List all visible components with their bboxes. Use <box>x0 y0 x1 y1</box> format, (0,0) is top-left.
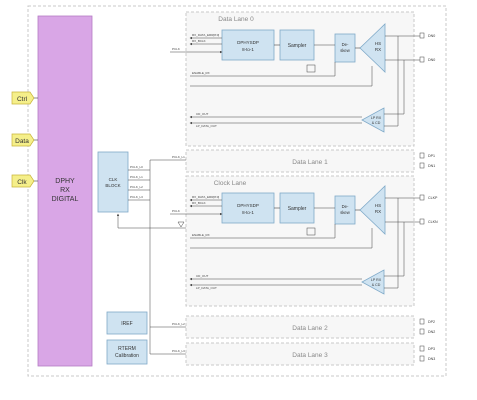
lane0-hsrx-label-2: RX <box>375 47 381 52</box>
lane0-hsrx-label-1: HS <box>375 41 381 46</box>
lane0-pin-p: DN0 <box>428 34 435 38</box>
lane0-sig-cd-out: CD_OUT <box>196 112 209 116</box>
lane0-hs-rx <box>359 23 386 73</box>
clk-block-label-2: BLOCK <box>105 183 120 188</box>
clock-sampler-label: Sampler <box>288 206 307 212</box>
clock-hs-rx <box>359 185 386 235</box>
lane0-deser-label-1: DPHYSDP <box>237 40 259 45</box>
iref-block: IREF <box>106 311 148 335</box>
clock-lane: Clock Lane DPHYSDP 8-to-1 Sampler De- sk… <box>170 175 438 307</box>
iref-label: IREF <box>121 321 132 327</box>
dphy-rx-digital-block: DPHY RX DIGITAL <box>37 15 93 367</box>
lane0-lprx-label-1: LP RX <box>371 116 382 120</box>
lane2-signal: PCLK_L2 <box>172 322 185 326</box>
lane0-sig-err: RX_DATA_ERR[8:0] <box>192 33 219 37</box>
input-clk-label: Clk <box>17 179 27 186</box>
digital-label-3: DIGITAL <box>52 196 79 203</box>
lane3-title: Data Lane 3 <box>292 352 328 359</box>
clock-sig-bclk: RX_BCLK <box>192 201 206 205</box>
clk-out-l3: PCLK_L3 <box>130 195 143 199</box>
outer-boundary <box>27 5 447 377</box>
lane0-deskew-label-2: skew <box>340 48 351 53</box>
lane1-title: Data Lane 1 <box>292 159 328 166</box>
clock-pin-n: CLKN <box>428 220 438 224</box>
input-data-label: Data <box>15 138 29 145</box>
clock-sampler <box>279 192 315 224</box>
clk-block: CLK BLOCK PCLK_L0 PCLK_L1 PCLK_L2 PCLK_L… <box>97 151 150 213</box>
lane0-pin-n: DN0 <box>428 58 435 62</box>
clock-hsrx-label-2: RX <box>375 209 381 214</box>
clk-out-l1: PCLK_L1 <box>130 175 143 179</box>
data-lane-3: Data Lane 3 PCLK_L3 DP3 DN3 <box>150 342 435 366</box>
digital-label-1: DPHY <box>55 178 75 185</box>
clock-deserializer <box>221 192 275 224</box>
clock-lp-rx <box>361 269 385 295</box>
lane0-deserializer <box>221 29 275 61</box>
clock-deskew-label-1: De- <box>342 204 349 209</box>
clock-lane-title: Clock Lane <box>214 180 247 187</box>
lane1-pin-p: DP1 <box>428 154 435 158</box>
lane0-sig-lp-data: LP_DATA_OUT <box>196 124 217 128</box>
clock-lprx-label-2: & CD <box>372 283 381 287</box>
lane0-sig-bclk: RX_BCLK <box>192 39 206 43</box>
lane1-pin-n: DN1 <box>428 164 435 168</box>
rterm-label-2: Calibration <box>115 353 139 359</box>
lane0-sig-pclk: PCLK <box>172 47 180 51</box>
lane0-title: Data Lane 0 <box>218 16 254 23</box>
lane3-pin-p: DP3 <box>428 347 435 351</box>
input-clk: Clk <box>11 174 38 188</box>
clock-sig-lp-data: LP_DATA_OUT <box>196 286 217 290</box>
lane1-signal: PCLK_L1 <box>172 155 185 159</box>
lane2-title: Data Lane 2 <box>292 325 328 332</box>
clock-feedback-wire <box>116 213 175 229</box>
clock-sig-err: RX_DATA_ERR[8:0] <box>192 195 219 199</box>
data-lane-1: Data Lane 1 PCLK_L1 DP1 DN1 <box>150 149 435 173</box>
clock-deser-label-2: 8-to-1 <box>242 210 254 215</box>
clock-deser-label-1: DPHYSDP <box>237 203 259 208</box>
clock-buffer-icon <box>177 221 185 228</box>
clock-deskew-label-2: skew <box>340 210 351 215</box>
clk-out-l0: PCLK_L0 <box>130 165 143 169</box>
lane2-pin-p: DP2 <box>428 320 435 324</box>
clock-sig-pclk: PCLK <box>172 209 180 213</box>
lane3-signal: PCLK_L3 <box>172 349 185 353</box>
data-lane-2: Data Lane 2 PCLK_L2 DP2 DN2 <box>150 315 435 339</box>
lane0-sampler-label: Sampler <box>288 43 307 49</box>
lane3-pin-n: DN3 <box>428 357 435 361</box>
lane0-sig-enable: ENABLE_RX <box>192 71 210 75</box>
data-lane-0: Data Lane 0 DPHYSDP 8-to-1 Sampler De- s… <box>170 11 435 147</box>
clock-sig-enable: ENABLE_RX <box>192 233 210 237</box>
input-ctrl: Ctrl <box>11 91 38 105</box>
rterm-calibration-block: RTERM Calibration <box>106 339 148 365</box>
lane0-lprx-label-2: & CD <box>372 121 381 125</box>
clock-pin-p: CLKP <box>428 196 438 200</box>
lane2-pin-n: DN2 <box>428 330 435 334</box>
clock-sig-cd-out: CD_OUT <box>196 274 209 278</box>
lane0-deser-label-2: 8-to-1 <box>242 47 254 52</box>
clk-out-l2: PCLK_L2 <box>130 185 143 189</box>
clock-lprx-label-1: LP RX <box>371 278 382 282</box>
rterm-label-1: RTERM <box>118 346 136 352</box>
digital-label-2: RX <box>60 187 70 194</box>
clk-block-label-1: CLK <box>109 177 118 182</box>
input-data: Data <box>11 133 38 147</box>
lane0-deskew-label-1: De- <box>342 42 349 47</box>
lane0-lp-rx <box>361 107 385 133</box>
clock-hsrx-label-1: HS <box>375 203 381 208</box>
input-ctrl-label: Ctrl <box>17 96 28 103</box>
